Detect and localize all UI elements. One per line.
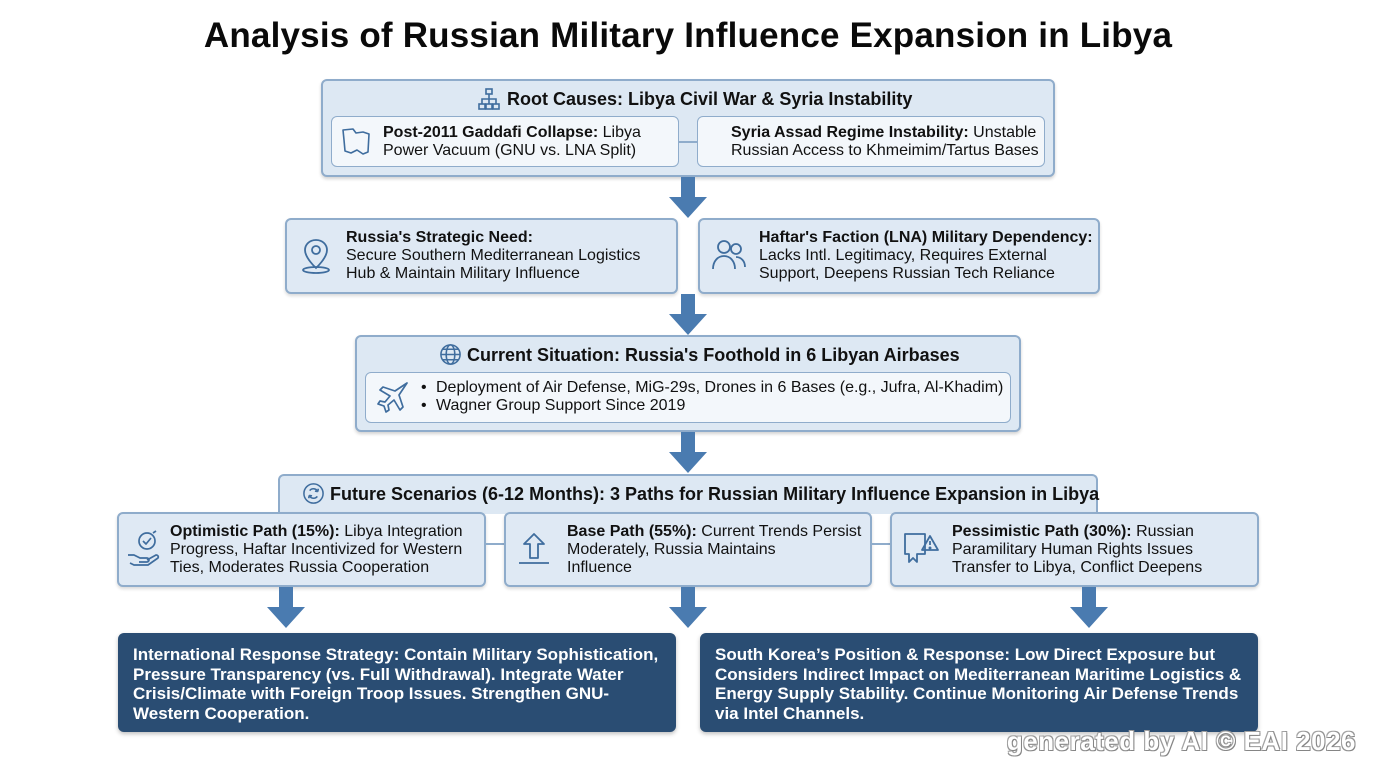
optimistic-path-line2: Progress, Haftar Incentivized for Wester… bbox=[170, 541, 463, 558]
root-cause-connector bbox=[679, 141, 697, 143]
root-cause-right-text: Syria Assad Regime Instability: Unstable… bbox=[731, 124, 1041, 160]
lna-dependency-title: Haftar's Faction (LNA) Military Dependen… bbox=[759, 229, 1093, 246]
root-cause-left-line2: Power Vacuum (GNU vs. LNA Split) bbox=[383, 142, 637, 159]
strategic-need-line3: Hub & Maintain Military Influence bbox=[346, 265, 580, 282]
flow-arrow-1 bbox=[667, 177, 709, 224]
libya-map-icon bbox=[339, 124, 373, 158]
flow-arrow-3 bbox=[667, 432, 709, 479]
pessimistic-path-line2: Paramilitary Human Rights Issues bbox=[952, 541, 1193, 558]
hand-check-icon bbox=[125, 530, 163, 568]
cycle-icon bbox=[302, 482, 325, 505]
future-scenarios-heading: Future Scenarios (6-12 Months): 3 Paths … bbox=[330, 484, 1100, 504]
bullet-item: Deployment of Air Defense, MiG-29s, Dron… bbox=[421, 379, 1003, 397]
root-cause-left-text: Post-2011 Gaddafi Collapse: Libya Power … bbox=[383, 124, 673, 160]
strategic-need-title: Russia's Strategic Need: bbox=[346, 229, 533, 246]
hierarchy-icon bbox=[477, 87, 501, 111]
people-icon bbox=[710, 237, 748, 273]
fighter-jet-icon bbox=[375, 379, 411, 415]
base-path-title: Base Path (55%): bbox=[567, 523, 697, 540]
strategic-need-line2: Secure Southern Mediterranean Logistics bbox=[346, 247, 641, 264]
flow-arrow-pessimistic bbox=[1068, 587, 1110, 634]
base-path-line1: Current Trends Persist bbox=[696, 523, 862, 540]
scenario-connector-right bbox=[872, 543, 890, 545]
bullet-item: Wagner Group Support Since 2019 bbox=[421, 397, 1003, 415]
root-cause-left-card bbox=[331, 116, 679, 167]
root-cause-right-card bbox=[697, 116, 1045, 167]
root-cause-right-title: Syria Assad Regime Instability: bbox=[731, 124, 969, 141]
root-cause-right-line1: Unstable bbox=[968, 124, 1037, 141]
root-cause-left-title: Post-2011 Gaddafi Collapse: bbox=[383, 124, 599, 141]
optimistic-path-line3: Ties, Moderates Russia Cooperation bbox=[170, 559, 430, 576]
flow-arrow-base bbox=[667, 587, 709, 634]
flow-arrow-optimistic bbox=[265, 587, 307, 634]
lna-dependency-line2: Lacks Intl. Legitimacy, Requires Externa… bbox=[759, 247, 1047, 264]
lna-dependency-line3: Support, Deepens Russian Tech Reliance bbox=[759, 265, 1055, 282]
flow-arrow-2 bbox=[667, 294, 709, 341]
watermark: generated by AI © EAI 2026 bbox=[1006, 726, 1356, 756]
current-situation-bullets: Deployment of Air Defense, MiG-29s, Dron… bbox=[421, 379, 1003, 415]
south-korea-response-box: South Korea’s Position & Response: Low D… bbox=[700, 633, 1258, 732]
pessimistic-path-box bbox=[890, 512, 1259, 587]
optimistic-path-line1: Libya Integration bbox=[339, 523, 463, 540]
optimistic-path-box bbox=[117, 512, 486, 587]
optimistic-path-text: Optimistic Path (15%): Libya Integration… bbox=[170, 523, 482, 577]
location-pin-icon bbox=[299, 237, 333, 275]
current-situation-heading: Current Situation: Russia's Foothold in … bbox=[467, 345, 960, 365]
pessimistic-path-line3: Transfer to Libya, Conflict Deepens bbox=[952, 559, 1203, 576]
lna-dependency-text: Haftar's Faction (LNA) Military Dependen… bbox=[759, 229, 1095, 283]
lna-dependency-box bbox=[698, 218, 1100, 294]
pessimistic-path-title: Pessimistic Path (30%): bbox=[952, 523, 1132, 540]
page-title: Analysis of Russian Military Influence E… bbox=[203, 16, 1173, 55]
international-response-box: International Response Strategy: Contain… bbox=[118, 633, 676, 732]
up-arrow-icon bbox=[515, 530, 553, 568]
root-cause-left-line1: Libya bbox=[598, 124, 641, 141]
root-cause-right-line2: Russian Access to Khmeimim/Tartus Bases bbox=[731, 142, 1039, 159]
base-path-line3: Influence bbox=[567, 559, 632, 576]
pessimistic-path-line1: Russian bbox=[1131, 523, 1194, 540]
base-path-box bbox=[504, 512, 872, 587]
root-causes-heading: Root Causes: Libya Civil War & Syria Ins… bbox=[507, 89, 913, 109]
base-path-line2: Moderately, Russia Maintains bbox=[567, 541, 776, 558]
globe-icon bbox=[439, 343, 462, 366]
base-path-text: Base Path (55%): Current Trends Persist … bbox=[567, 523, 867, 577]
strategic-need-text: Russia's Strategic Need: Secure Southern… bbox=[346, 229, 666, 283]
pessimistic-path-text: Pessimistic Path (30%): Russian Paramili… bbox=[952, 523, 1252, 577]
scenario-connector-left bbox=[486, 543, 504, 545]
future-scenarios-header bbox=[278, 474, 1098, 514]
strategic-need-box bbox=[285, 218, 678, 294]
optimistic-path-title: Optimistic Path (15%): bbox=[170, 523, 340, 540]
warning-down-icon bbox=[901, 530, 941, 568]
